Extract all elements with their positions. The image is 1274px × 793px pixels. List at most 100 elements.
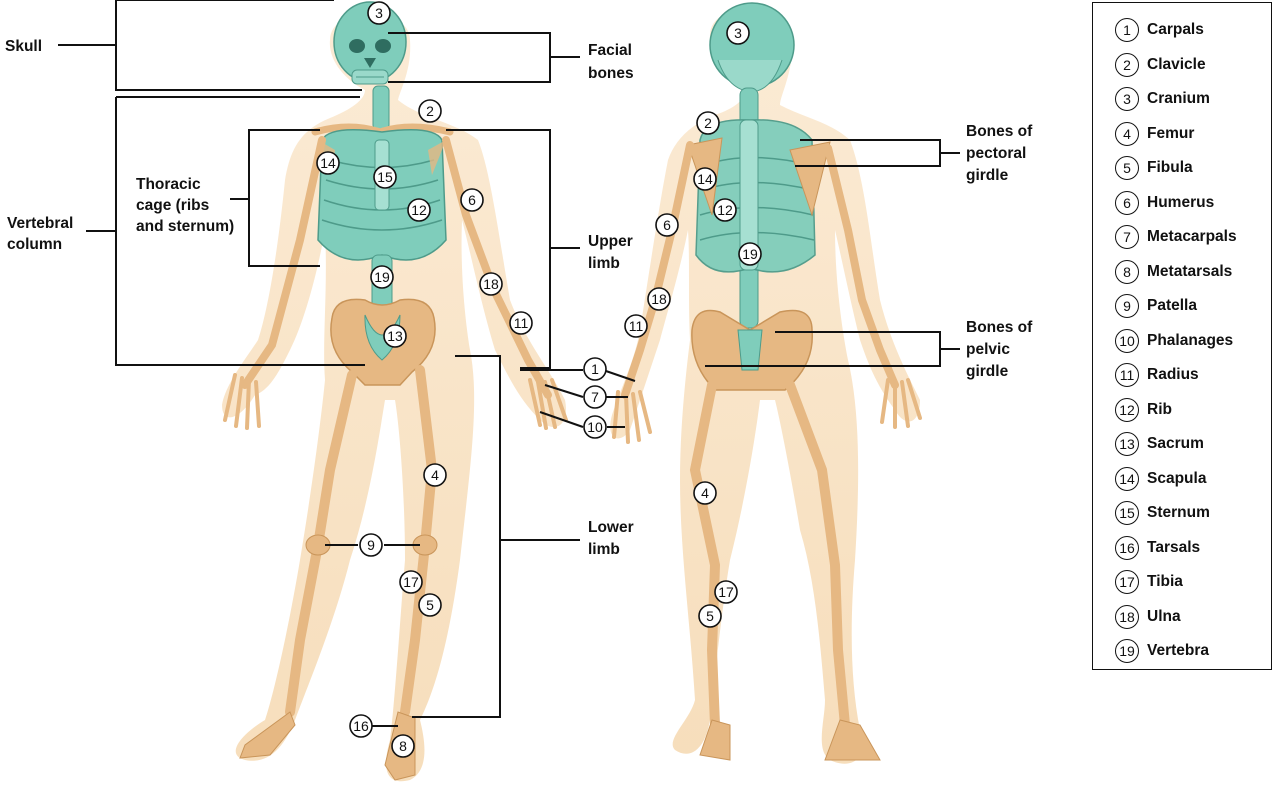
label-thoracic-cage-1: Thoracic (136, 176, 201, 193)
front-marker-16: 16 (353, 718, 369, 734)
legend-number: 3 (1115, 87, 1139, 111)
back-marker-5: 5 (706, 608, 714, 624)
back-marker-2: 2 (704, 115, 712, 131)
skull-bracket (116, 0, 362, 90)
legend-item: 13 Sacrum (1115, 431, 1204, 457)
label-thoracic-cage-2: cage (ribs (136, 197, 209, 214)
front-marker-13: 13 (387, 328, 403, 344)
front-marker-2: 2 (426, 103, 434, 119)
label-facial-bones-2: bones (588, 65, 634, 82)
legend-label: Metatarsals (1147, 263, 1232, 281)
label-pelvic-girdle-2: pelvic (966, 341, 1010, 358)
legend-number: 6 (1115, 191, 1139, 215)
legend-item: 6 Humerus (1115, 190, 1214, 216)
back-marker-4: 4 (701, 485, 709, 501)
legend-label: Sternum (1147, 504, 1210, 522)
legend-label: Sacrum (1147, 435, 1204, 453)
label-lower-limb-1: Lower (588, 519, 634, 536)
back-sacrum (738, 330, 762, 370)
front-marker-3: 3 (375, 5, 383, 21)
legend-label: Scapula (1147, 470, 1206, 488)
legend-number: 9 (1115, 294, 1139, 318)
legend-number: 7 (1115, 225, 1139, 249)
legend-item: 2 Clavicle (1115, 52, 1206, 78)
label-pectoral-girdle-3: girdle (966, 167, 1009, 184)
back-marker-12: 12 (717, 202, 733, 218)
legend-label: Tarsals (1147, 539, 1200, 557)
legend-label: Humerus (1147, 194, 1214, 212)
legend-item: 3 Cranium (1115, 86, 1210, 112)
front-marker-17: 17 (403, 574, 419, 590)
legend-label: Patella (1147, 297, 1197, 315)
label-pelvic-girdle-1: Bones of (966, 319, 1033, 336)
legend-number: 5 (1115, 156, 1139, 180)
front-marker-1: 1 (591, 361, 599, 377)
legend-item: 19Vertebra (1115, 638, 1209, 664)
legend-item: 7 Metacarpals (1115, 224, 1237, 250)
label-pectoral-girdle-1: Bones of (966, 123, 1033, 140)
label-upper-limb-2: limb (588, 255, 620, 272)
front-marker-8: 8 (399, 738, 407, 754)
label-facial-bones-1: Facial (588, 42, 632, 59)
legend-item: 12 Rib (1115, 397, 1172, 423)
legend-number: 10 (1115, 329, 1139, 353)
legend-item: 16 Tarsals (1115, 535, 1200, 561)
legend-label: Rib (1147, 401, 1172, 419)
front-figure (222, 2, 566, 781)
legend-label: Ulna (1147, 608, 1181, 626)
legend-number: 16 (1115, 536, 1139, 560)
front-marker-9: 9 (367, 537, 375, 553)
legend-item: 18 Ulna (1115, 604, 1181, 630)
front-marker-19: 19 (374, 269, 390, 285)
legend-number: 8 (1115, 260, 1139, 284)
legend-number: 2 (1115, 53, 1139, 77)
label-lower-limb-2: limb (588, 541, 620, 558)
label-thoracic-cage-3: and sternum) (136, 218, 234, 235)
front-marker-7: 7 (591, 389, 599, 405)
legend-label: Radius (1147, 366, 1199, 384)
front-marker-12: 12 (411, 202, 427, 218)
legend-label: Tibia (1147, 573, 1183, 591)
legend-label: Metacarpals (1147, 228, 1237, 246)
front-marker-18: 18 (483, 276, 499, 292)
legend-item: 8 Metatarsals (1115, 259, 1232, 285)
legend-item: 10 Phalanages (1115, 328, 1233, 354)
front-marker-6: 6 (468, 192, 476, 208)
label-upper-limb-1: Upper (588, 233, 633, 250)
legend-label: Vertebra (1147, 642, 1209, 660)
legend-number: 11 (1115, 363, 1139, 387)
back-marker-17: 17 (718, 584, 734, 600)
legend-label: Femur (1147, 125, 1194, 143)
label-skull: Skull (5, 38, 42, 55)
front-cervical-spine (373, 86, 389, 130)
label-vertebral-column-2: column (7, 236, 62, 253)
legend-number: 13 (1115, 432, 1139, 456)
legend-label: Carpals (1147, 21, 1204, 39)
back-figure (610, 3, 920, 764)
label-vertebral-column-1: Vertebral (7, 215, 73, 232)
front-marker-14: 14 (320, 155, 336, 171)
legend-number: 15 (1115, 501, 1139, 525)
legend-number: 18 (1115, 605, 1139, 629)
legend-item: 15 Sternum (1115, 500, 1210, 526)
back-marker-3: 3 (734, 25, 742, 41)
legend-item: 11 Radius (1115, 362, 1199, 388)
front-marker-11: 11 (514, 315, 529, 331)
legend-number: 12 (1115, 398, 1139, 422)
legend-label: Cranium (1147, 90, 1210, 108)
legend-item: 9 Patella (1115, 293, 1197, 319)
legend-label: Fibula (1147, 159, 1193, 177)
legend-item: 5 Fibula (1115, 155, 1193, 181)
front-ribcage (318, 130, 446, 260)
legend-label: Phalanages (1147, 332, 1233, 350)
front-marker-10: 10 (587, 419, 603, 435)
legend-number: 14 (1115, 467, 1139, 491)
legend-label: Clavicle (1147, 56, 1206, 74)
label-pelvic-girdle-3: girdle (966, 363, 1009, 380)
legend-item: 4 Femur (1115, 121, 1194, 147)
legend-number: 4 (1115, 122, 1139, 146)
